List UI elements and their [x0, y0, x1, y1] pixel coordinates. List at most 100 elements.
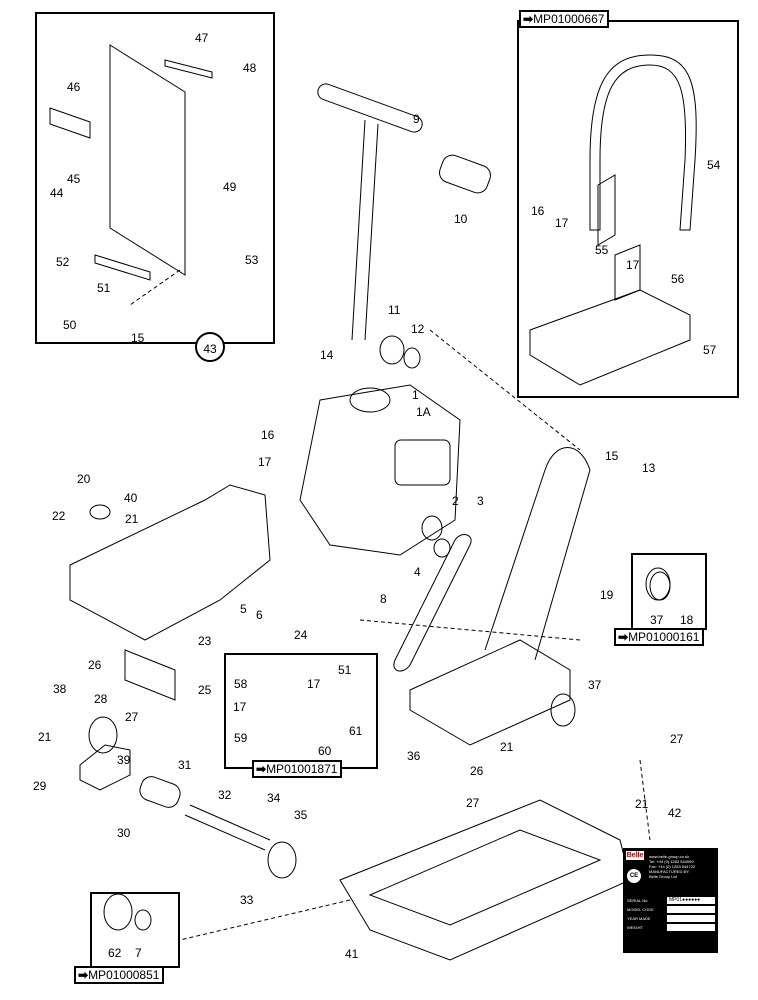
part-number-label: 26 — [88, 658, 102, 672]
part-number-label: 27 — [670, 732, 684, 746]
part-number-label: 21 — [38, 730, 52, 744]
part-number-label: 14 — [320, 348, 334, 362]
kit-ref-wheel-text: MP01000161 — [628, 630, 700, 644]
part-number-label: 17 — [307, 677, 321, 691]
nameplate-company: Belle Group Ltd — [649, 874, 677, 879]
nameplate-row: YEAR MADE — [627, 914, 715, 923]
kit-ref-handle-text: MP01000667 — [533, 12, 605, 26]
row-value — [667, 915, 715, 922]
panel-plate — [109, 44, 186, 276]
plate-19 — [409, 639, 571, 746]
part-number-label: 35 — [294, 808, 308, 822]
part-number-label: 10 — [454, 212, 468, 226]
nameplate-info: www.belle-group.co.uk Tel: +44 (0) 1283 … — [649, 854, 713, 879]
bush-31 — [139, 776, 181, 808]
part-number-label: 24 — [294, 628, 308, 642]
part-number-label: 60 — [318, 744, 332, 758]
part-number-label: 17 — [626, 258, 640, 272]
part-number-label: 57 — [703, 343, 717, 357]
part-number-label: 20 — [77, 472, 91, 486]
part-number-label: 1 — [412, 388, 419, 402]
part-number-label: 18 — [680, 613, 694, 627]
part-number-label: 15 — [131, 331, 145, 345]
part-number-label: 1A — [416, 405, 431, 419]
bush-11 — [379, 335, 405, 365]
part-number-label: 61 — [349, 724, 363, 738]
sleeve-4 — [433, 538, 451, 558]
part-number-label: 9 — [413, 112, 420, 126]
part-number-label: 51 — [338, 663, 352, 677]
part-number-label: 54 — [707, 158, 721, 172]
part-number-label: 5 — [240, 602, 247, 616]
grip-10 — [439, 154, 491, 194]
part-number-label: 58 — [234, 677, 248, 691]
part-number-label: 19 — [600, 588, 614, 602]
part-number-label: 22 — [52, 509, 66, 523]
part-number-label: 38 — [53, 682, 67, 696]
nameplate-tel: Tel: +44 (0) 1283 544999 — [649, 859, 694, 864]
part-number-label: 47 — [195, 31, 209, 45]
part-number-label: 21 — [635, 797, 649, 811]
bracket-46 — [49, 107, 91, 139]
assembly-ref-43: 43 — [195, 332, 225, 362]
pulley-62 — [103, 893, 133, 931]
kit-ref-wheel: ➡MP01000161 — [614, 628, 705, 646]
nameplate-row: WEIGHT — [627, 923, 715, 932]
part-number-label: 42 — [668, 806, 682, 820]
strip-52 — [94, 254, 151, 281]
kit-ref-pulley-text: MP01000851 — [88, 968, 160, 982]
part-number-label: 30 — [117, 826, 131, 840]
strip-47 — [164, 59, 213, 79]
row-label: WEIGHT — [627, 925, 643, 930]
part-number-label: 7 — [135, 946, 142, 960]
bracket-25 — [124, 649, 176, 701]
part-number-label: 17 — [555, 216, 569, 230]
part-number-label: 13 — [642, 461, 656, 475]
bush-7 — [134, 909, 152, 931]
part-number-label: 50 — [63, 318, 77, 332]
part-number-label: 37 — [588, 678, 602, 692]
part-number-label: 17 — [233, 700, 247, 714]
part-number-label: 53 — [245, 253, 259, 267]
bearing-29 — [79, 744, 131, 791]
part-number-label: 49 — [223, 180, 237, 194]
part-number-label: 2 — [452, 494, 459, 508]
part-number-label: 12 — [411, 322, 425, 336]
part-number-label: 62 — [108, 946, 122, 960]
part-number-label: 31 — [178, 758, 192, 772]
handle-frame-54 — [589, 54, 697, 231]
part-number-label: 21 — [125, 512, 139, 526]
wheel-kit-box — [631, 553, 707, 630]
brand-logo: Belle — [626, 851, 644, 860]
cap-22 — [89, 504, 111, 520]
part-number-label: 27 — [125, 710, 139, 724]
part-number-label: 4 — [414, 565, 421, 579]
wheel-37 — [550, 693, 576, 727]
part-number-label: 11 — [388, 303, 401, 317]
part-number-label: 51 — [97, 281, 111, 295]
part-number-label: 21 — [500, 740, 514, 754]
kit-ref-mount-text: MP01001871 — [266, 762, 338, 776]
part-number-label: 39 — [117, 753, 131, 767]
part-number-label: 3 — [477, 494, 484, 508]
handle-bar-9 — [317, 83, 423, 133]
row-value — [667, 924, 715, 931]
part-number-label: 15 — [605, 449, 619, 463]
part-number-label: 46 — [67, 80, 81, 94]
pulley-33 — [267, 841, 297, 879]
washer-12 — [403, 347, 421, 369]
belt-8 — [393, 534, 472, 672]
engine-1 — [299, 384, 461, 556]
part-number-label: 40 — [124, 491, 138, 505]
wheel-kit-37 — [649, 571, 671, 601]
part-number-label: 29 — [33, 779, 47, 793]
pulley-2 — [421, 515, 443, 541]
part-number-label: 16 — [531, 204, 545, 218]
belt-guard-23 — [69, 484, 271, 641]
row-value: MP01●●●●●● — [667, 897, 715, 904]
part-number-label: 8 — [380, 592, 387, 606]
part-number-label: 41 — [345, 947, 359, 961]
nameplate-fax: Fax: +44 (0) 1283 544722 — [649, 864, 696, 869]
handle-frame-19 — [484, 447, 591, 661]
